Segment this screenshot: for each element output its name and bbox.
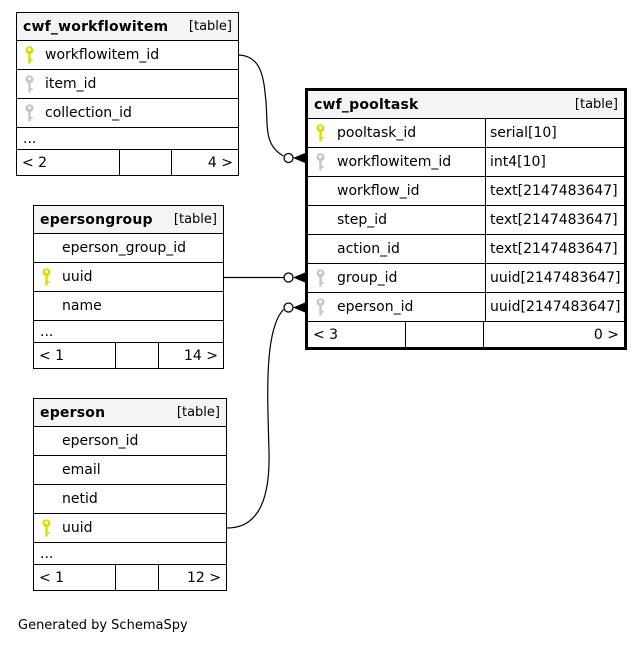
column-name: workflow_id: [337, 183, 420, 199]
column-name: netid: [62, 491, 98, 507]
connector-epersongroup-to-pooltask: [224, 272, 305, 283]
table-row: uuid: [34, 263, 223, 292]
table-title: epersongroup: [40, 211, 153, 228]
table-row: email: [34, 456, 226, 485]
column-name: action_id: [337, 241, 400, 257]
foreign-key-icon: [316, 298, 325, 316]
table-footer: < 3 0 >: [308, 322, 624, 347]
table-row: item_id: [17, 70, 238, 99]
table-footer: < 1 14 >: [34, 343, 223, 368]
column-type: uuid[2147483647]: [485, 264, 624, 292]
column-name: eperson_id: [62, 433, 139, 449]
footer-middle-cell: [115, 343, 158, 368]
table-title: cwf_pooltask: [314, 96, 419, 113]
generated-by-caption: Generated by SchemaSpy: [18, 618, 188, 633]
table-tag: [table]: [173, 212, 217, 227]
primary-key-icon: [316, 124, 325, 142]
column-name: uuid: [62, 520, 93, 536]
table-row: eperson_id: [34, 427, 226, 456]
table-tag: [table]: [574, 97, 618, 112]
table-footer: < 2 4 >: [17, 150, 238, 175]
parents-count: 0 >: [483, 322, 624, 347]
children-count: < 2: [22, 154, 48, 171]
arrowhead-icon: [293, 153, 305, 163]
primary-key-icon: [42, 268, 51, 286]
table-header[interactable]: eperson [table]: [34, 399, 226, 427]
table-row: collection_id: [17, 99, 238, 128]
footer-middle-cell: [405, 322, 483, 347]
column-type: uuid[2147483647]: [485, 293, 624, 321]
column-name: workflowitem_id: [45, 47, 160, 63]
parents-count: 4 >: [171, 150, 238, 175]
foreign-key-icon: [316, 153, 325, 171]
table-row: uuid: [34, 514, 226, 543]
zero-circle-icon: [283, 152, 294, 164]
column-name: workflowitem_id: [337, 154, 452, 170]
foreign-key-icon: [25, 104, 34, 122]
column-type: text[2147483647]: [485, 177, 624, 205]
column-name: eperson_group_id: [62, 240, 187, 256]
column-type: text[2147483647]: [485, 235, 624, 263]
table-row: eperson_id uuid[2147483647]: [308, 293, 624, 322]
table-node-epersongroup[interactable]: epersongroup [table] eperson_group_id uu…: [33, 205, 224, 369]
footer-middle-cell: [119, 150, 171, 175]
table-row: workflowitem_id int4[10]: [308, 148, 624, 177]
connector-eperson-to-pooltask: [226, 302, 305, 529]
table-row: workflow_id text[2147483647]: [308, 177, 624, 206]
parents-count: 14 >: [158, 343, 223, 368]
table-node-cwf-pooltask[interactable]: cwf_pooltask [table] pooltask_id serial[…: [305, 88, 627, 350]
arrowhead-icon: [293, 272, 305, 283]
column-type: serial[10]: [485, 119, 624, 147]
table-title: eperson: [40, 404, 106, 421]
column-name: collection_id: [45, 105, 132, 121]
column-name: uuid: [62, 269, 93, 285]
primary-key-icon: [25, 46, 34, 64]
zero-circle-icon: [283, 272, 294, 283]
footer-middle-cell: [115, 565, 158, 590]
column-name: group_id: [337, 270, 398, 286]
table-row: name: [34, 292, 223, 321]
arrowhead-icon: [293, 302, 305, 313]
children-count: < 1: [39, 347, 65, 364]
column-type: int4[10]: [485, 148, 624, 176]
table-node-cwf-workflowitem[interactable]: cwf_workflowitem [table] workflowitem_id…: [16, 12, 239, 176]
foreign-key-icon: [316, 269, 325, 287]
column-name: step_id: [337, 212, 388, 228]
table-row: action_id text[2147483647]: [308, 235, 624, 264]
column-name: name: [62, 298, 102, 314]
table-tag: [table]: [176, 405, 220, 420]
more-columns-ellipsis: ...: [17, 128, 238, 150]
table-header[interactable]: cwf_workflowitem [table]: [17, 13, 238, 41]
table-header[interactable]: epersongroup [table]: [34, 206, 223, 234]
primary-key-icon: [42, 519, 51, 537]
table-row: group_id uuid[2147483647]: [308, 264, 624, 293]
table-header[interactable]: cwf_pooltask [table]: [308, 91, 624, 119]
table-row: workflowitem_id: [17, 41, 238, 70]
column-type: text[2147483647]: [485, 206, 624, 234]
column-name: item_id: [45, 76, 97, 92]
connector-workflowitem-to-pooltask: [238, 54, 305, 164]
table-row: step_id text[2147483647]: [308, 206, 624, 235]
table-tag: [table]: [188, 19, 232, 34]
table-row: pooltask_id serial[10]: [308, 119, 624, 148]
foreign-key-icon: [25, 75, 34, 93]
zero-circle-icon: [283, 302, 294, 313]
table-footer: < 1 12 >: [34, 565, 226, 590]
more-columns-ellipsis: ...: [34, 543, 226, 565]
children-count: < 1: [39, 569, 65, 586]
table-node-eperson[interactable]: eperson [table] eperson_id email netid u…: [33, 398, 227, 591]
table-row: eperson_group_id: [34, 234, 223, 263]
column-name: email: [62, 462, 101, 478]
column-name: pooltask_id: [337, 125, 417, 141]
children-count: < 3: [313, 326, 339, 343]
column-name: eperson_id: [337, 299, 414, 315]
more-columns-ellipsis: ...: [34, 321, 223, 343]
table-title: cwf_workflowitem: [23, 18, 169, 35]
parents-count: 12 >: [158, 565, 226, 590]
table-row: netid: [34, 485, 226, 514]
